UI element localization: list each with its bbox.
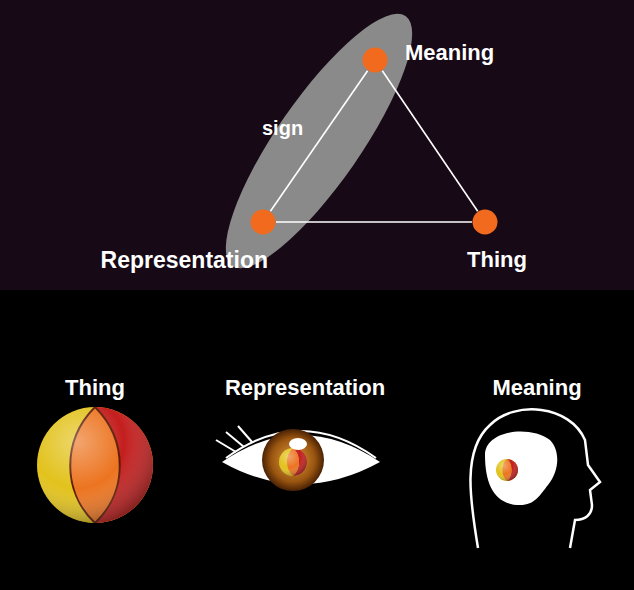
picture-caption: Thing xyxy=(65,377,125,399)
sphere-thing xyxy=(30,400,160,530)
node-circle xyxy=(362,47,388,73)
node-label: Meaning xyxy=(405,42,494,64)
sign-ellipse xyxy=(198,0,440,290)
node-label: Representation xyxy=(101,249,268,272)
eye-representation xyxy=(216,426,380,491)
triangle-side xyxy=(382,71,477,211)
bottom-background xyxy=(0,290,634,590)
triangle-side xyxy=(276,221,472,223)
triangle-side xyxy=(270,71,367,212)
concept-node: Thing xyxy=(472,209,498,235)
node-dot xyxy=(363,48,388,73)
head-meaning xyxy=(470,409,600,548)
picture-caption: Meaning xyxy=(492,377,581,399)
top-background xyxy=(0,0,634,290)
picture-caption: Representation xyxy=(225,377,385,399)
concept-node: Meaning xyxy=(362,47,388,73)
node-circle xyxy=(472,209,498,235)
node-dot xyxy=(251,210,276,235)
edge-label: sign xyxy=(262,118,303,138)
node-dot xyxy=(473,210,498,235)
node-label: Thing xyxy=(467,249,527,271)
concept-node: Representation xyxy=(250,209,276,235)
node-circle xyxy=(250,209,276,235)
